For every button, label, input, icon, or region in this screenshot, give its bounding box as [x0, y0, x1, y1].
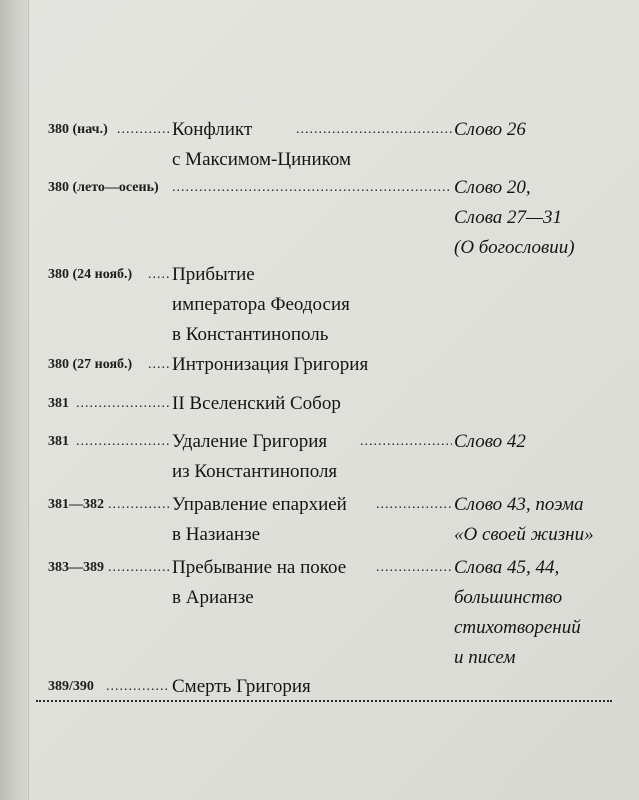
leader-dots: ........................................…: [296, 122, 452, 137]
leader-dots: ....................................: [376, 497, 452, 512]
timeline-entry: 380 (24 нояб.) .......... Прибытие импер…: [0, 260, 639, 345]
book-page: [28, 0, 639, 800]
entry-source: Слово 43, поэма «О своей жизни»: [454, 494, 594, 545]
timeline-entry: 383—389 .............................. П…: [0, 553, 639, 668]
entry-date: 380 (нач.): [48, 122, 108, 137]
entry-date: 380 (лето—осень): [48, 180, 159, 195]
entry-source: Слово 42: [454, 431, 526, 452]
leader-dots: ..........: [148, 267, 170, 282]
entry-event: Интронизация Григория: [172, 354, 369, 375]
timeline-entry: 389/390 .............................. С…: [0, 672, 639, 702]
leader-dots: ..............................: [108, 497, 170, 512]
leader-dots: ........................................…: [360, 434, 452, 449]
leader-dots: ........................................…: [76, 434, 170, 449]
entry-event: Удаление Григория из Константинополя: [172, 431, 338, 482]
leader-dots: ........................................…: [172, 180, 452, 195]
leader-dots: ..............................: [117, 122, 169, 137]
leader-dots: ..............................: [106, 679, 170, 694]
entry-event: Управление епархией в Назианзе: [172, 494, 347, 545]
entry-source: Слова 45, 44, большинство стихотворений …: [454, 557, 581, 668]
entry-source: Слово 26: [454, 119, 526, 140]
leader-dots: ........................................…: [76, 396, 170, 411]
timeline-entry: 380 (нач.) .............................…: [0, 115, 639, 170]
entry-event: II Вселенский Собор: [172, 393, 341, 414]
entry-source: Слово 20, Слова 27—31 (О богословии): [454, 177, 575, 258]
timeline-entry: 381 ....................................…: [0, 389, 639, 419]
dotted-divider: [36, 690, 612, 702]
entry-event: Смерть Григория: [172, 676, 311, 697]
entry-date: 380 (24 нояб.): [48, 267, 133, 282]
leader-dots: ..........: [148, 357, 170, 372]
entry-event: Конфликт с Максимом-Циником: [172, 119, 352, 170]
timeline-entry: 381—382 .............................. У…: [0, 490, 639, 545]
entry-date: 383—389: [48, 560, 104, 575]
entry-date: 389/390: [48, 679, 94, 694]
entry-date: 380 (27 нояб.): [48, 357, 133, 372]
timeline-entry: 380 (лето—осень) .......................…: [0, 173, 639, 258]
timeline-entry: 380 (27 нояб.) .......... Интронизация Г…: [0, 350, 639, 380]
timeline-entry: 381 ....................................…: [0, 427, 639, 482]
leader-dots: ..............................: [108, 560, 170, 575]
entry-date: 381: [48, 396, 69, 411]
entry-event: Прибытие императора Феодосия в Константи…: [172, 264, 350, 345]
entry-event: Пребывание на покое в Арианзе: [172, 557, 347, 608]
entry-date: 381—382: [48, 497, 104, 512]
entry-date: 381: [48, 434, 69, 449]
leader-dots: ....................................: [376, 560, 452, 575]
